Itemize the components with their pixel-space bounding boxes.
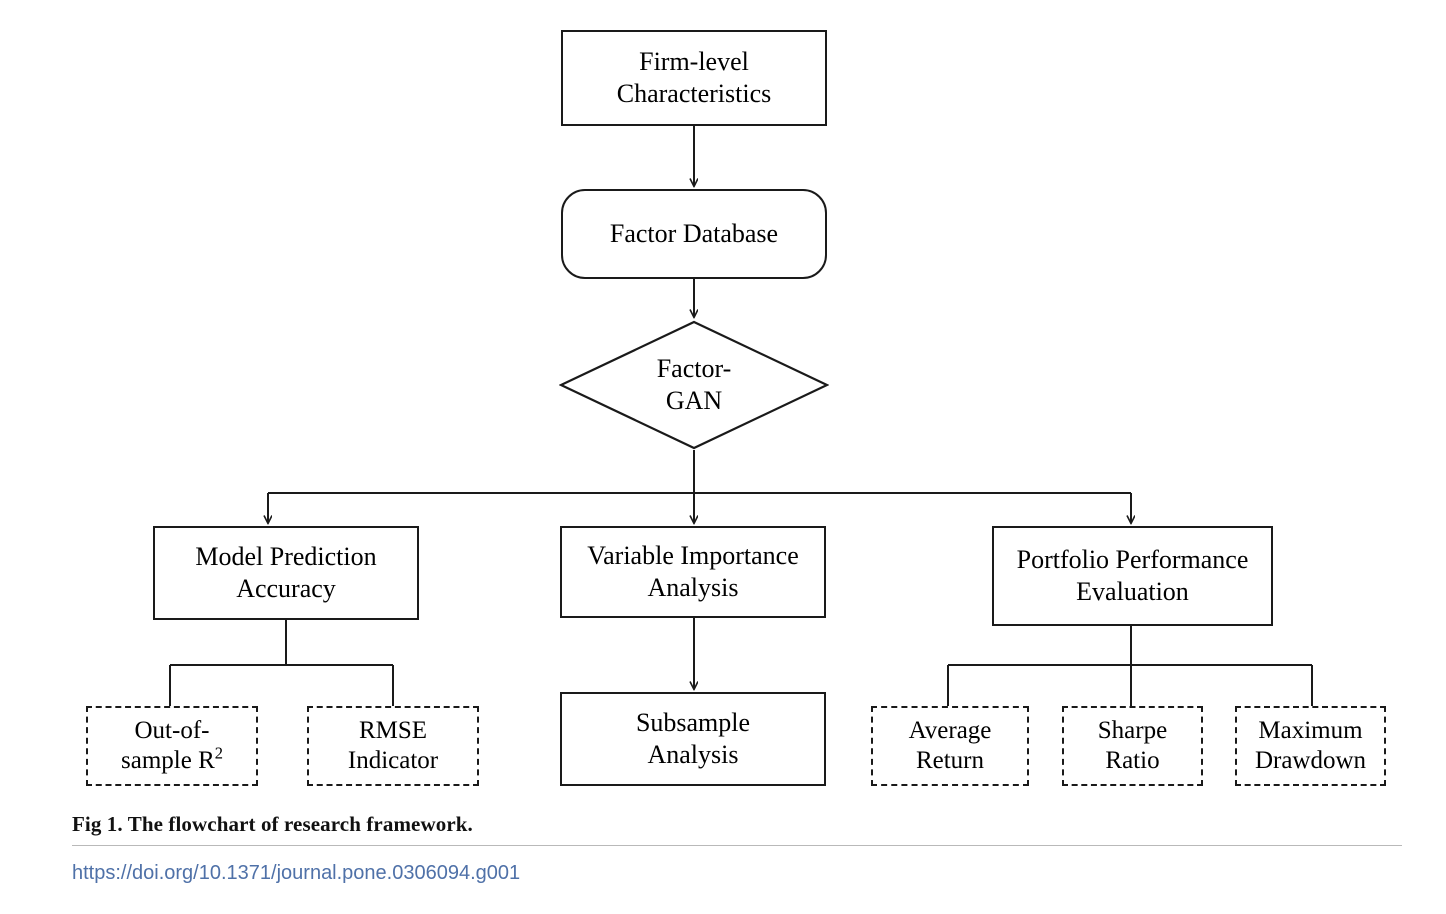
node-label: Factor-GAN [656,354,732,415]
diamond-shape-icon [559,320,829,450]
node-out-of-sample-r2[interactable]: Out-of-sample R2 [86,706,258,786]
node-factor-gan[interactable]: Factor-GAN [559,320,829,450]
superscript-two: 2 [214,743,223,763]
doi-link[interactable]: https://doi.org/10.1371/journal.pone.030… [72,862,521,884]
node-label: Factor Database [609,219,779,249]
node-factor-database[interactable]: Factor Database [561,189,827,279]
figure-caption: Fig 1. The flowchart of research framewo… [72,812,473,836]
node-label: Out-of-sample R2 [121,716,223,775]
caption-divider [72,845,1402,846]
